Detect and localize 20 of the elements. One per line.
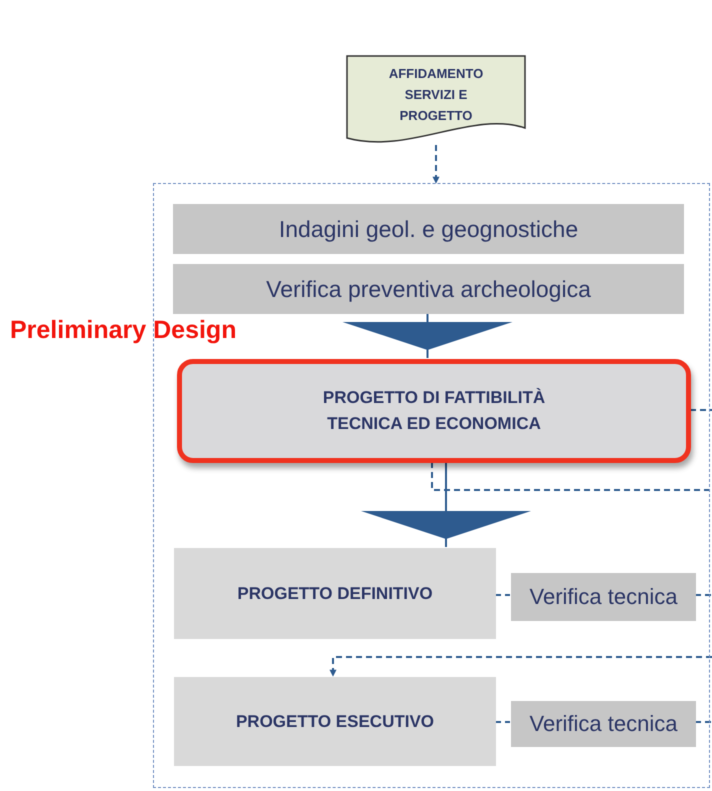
dashed-connector: [690, 409, 712, 411]
dashed-connector: [495, 594, 510, 596]
process-box: PROGETTO DEFINITIVO: [174, 548, 496, 639]
dashed-frame: [153, 183, 710, 788]
chevron-arrow: [342, 313, 512, 358]
annotation-label: Preliminary Design: [10, 316, 236, 345]
process-box: PROGETTO ESECUTIVO: [174, 677, 496, 766]
dashed-connector: [695, 594, 712, 596]
activity-bar: Indagini geol. e geognostiche: [173, 204, 684, 254]
dashed-connector: [431, 462, 712, 491]
highlighted-box: PROGETTO DI FATTIBILITÀ TECNICA ED ECONOMICA: [177, 359, 691, 463]
node-text: AFFIDAMENTO SERVIZI E PROGETTO: [388, 65, 484, 125]
check-box: Verifica tecnica: [511, 701, 696, 747]
dashed-connector: [495, 721, 510, 723]
dashed-arrow: [432, 145, 440, 184]
dashed-arrow: [330, 656, 712, 677]
chevron-arrow: [361, 462, 531, 547]
activity-bar: Verifica preventiva archeologica: [173, 264, 684, 314]
dashed-connector: [695, 721, 712, 723]
check-box: Verifica tecnica: [511, 573, 696, 621]
